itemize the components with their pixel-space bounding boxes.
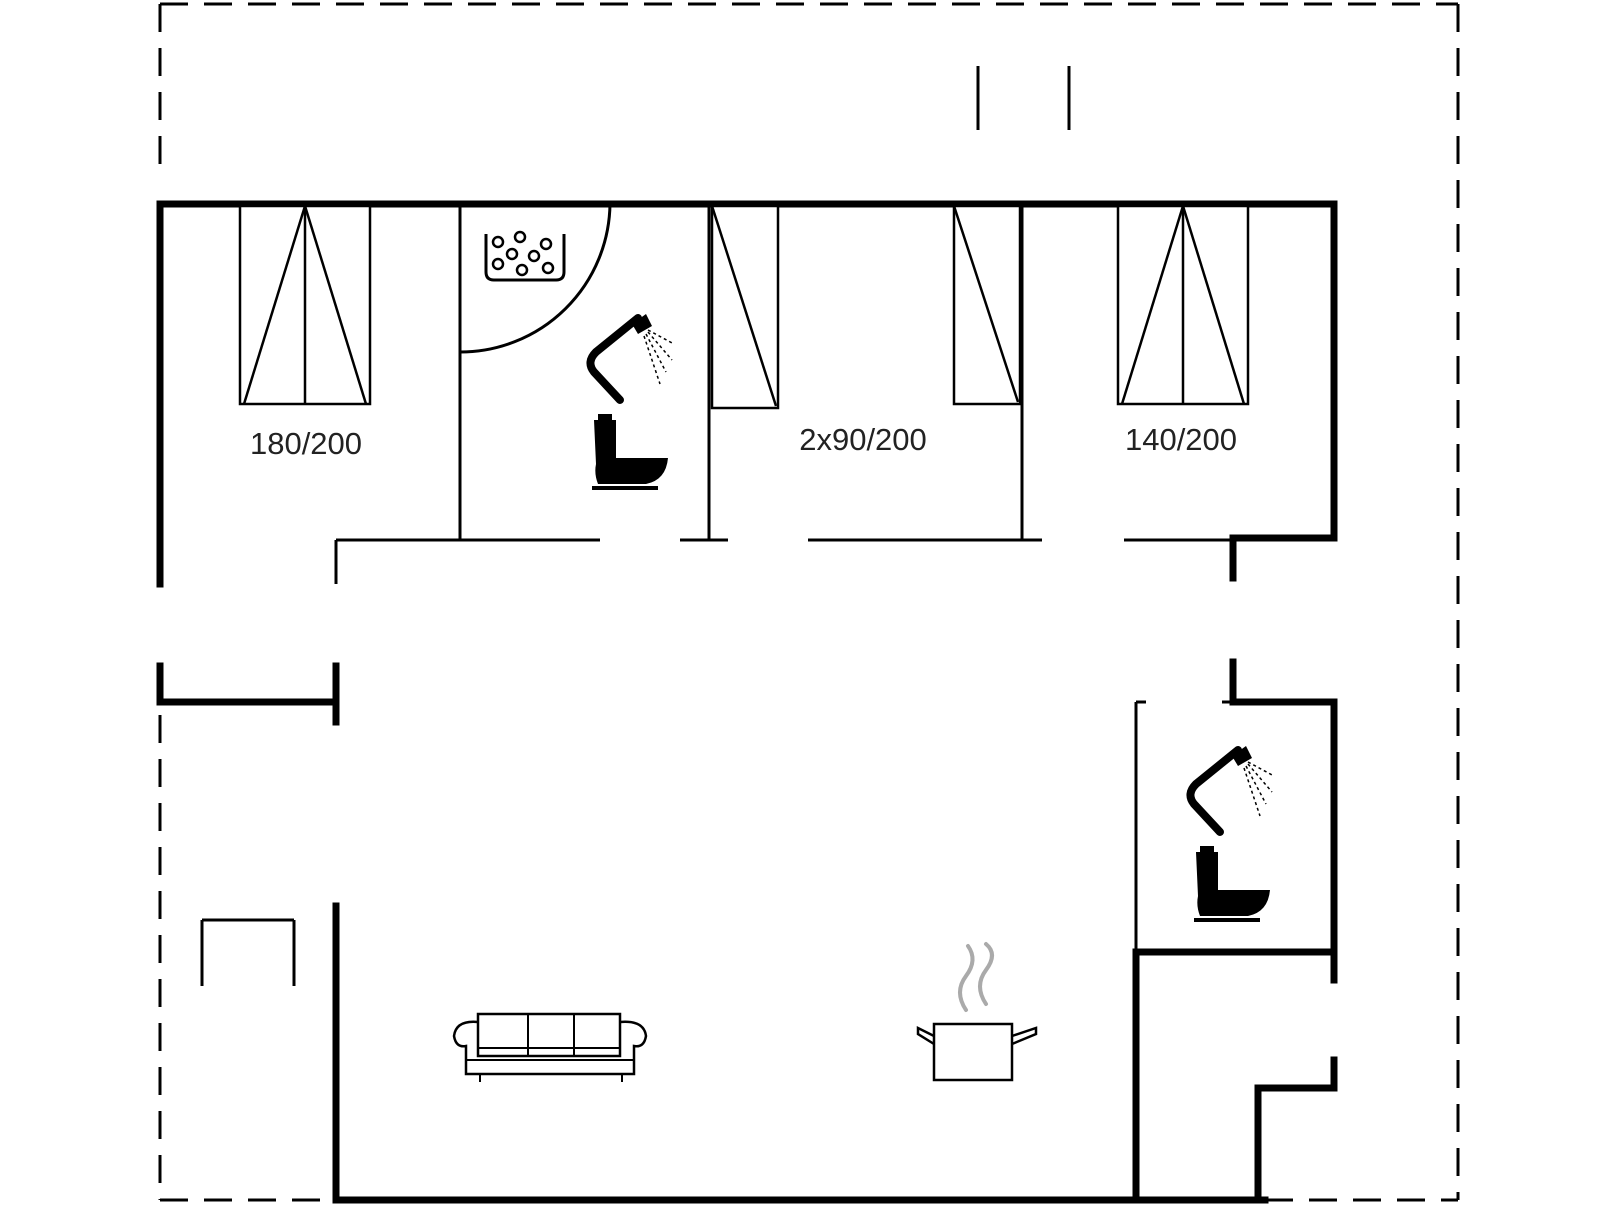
exterior-walls (156, 200, 1338, 1204)
bed-label-180-200: 180/200 (249, 426, 363, 461)
bed-double-left (238, 204, 372, 406)
bed-single-right (952, 204, 1022, 406)
bed-single-left (710, 204, 780, 410)
bed-label-140-200: 140/200 (1124, 422, 1238, 457)
toilet-icon (592, 414, 668, 490)
shower-icon (586, 314, 675, 404)
sofa-icon (452, 1012, 648, 1082)
door-swing (459, 203, 612, 354)
bed-double-right (1116, 204, 1250, 406)
interior-walls (334, 204, 1233, 952)
bed-label-2x90-200: 2x90/200 (799, 422, 927, 457)
whirlpool-icon (484, 230, 566, 282)
plot-boundary (158, 2, 1460, 1202)
top-marks (976, 66, 1071, 130)
table (200, 918, 296, 986)
toilet-icon-2 (1194, 846, 1270, 922)
shower-icon-2 (1186, 746, 1275, 836)
cooking-pot-icon (916, 942, 1038, 1082)
